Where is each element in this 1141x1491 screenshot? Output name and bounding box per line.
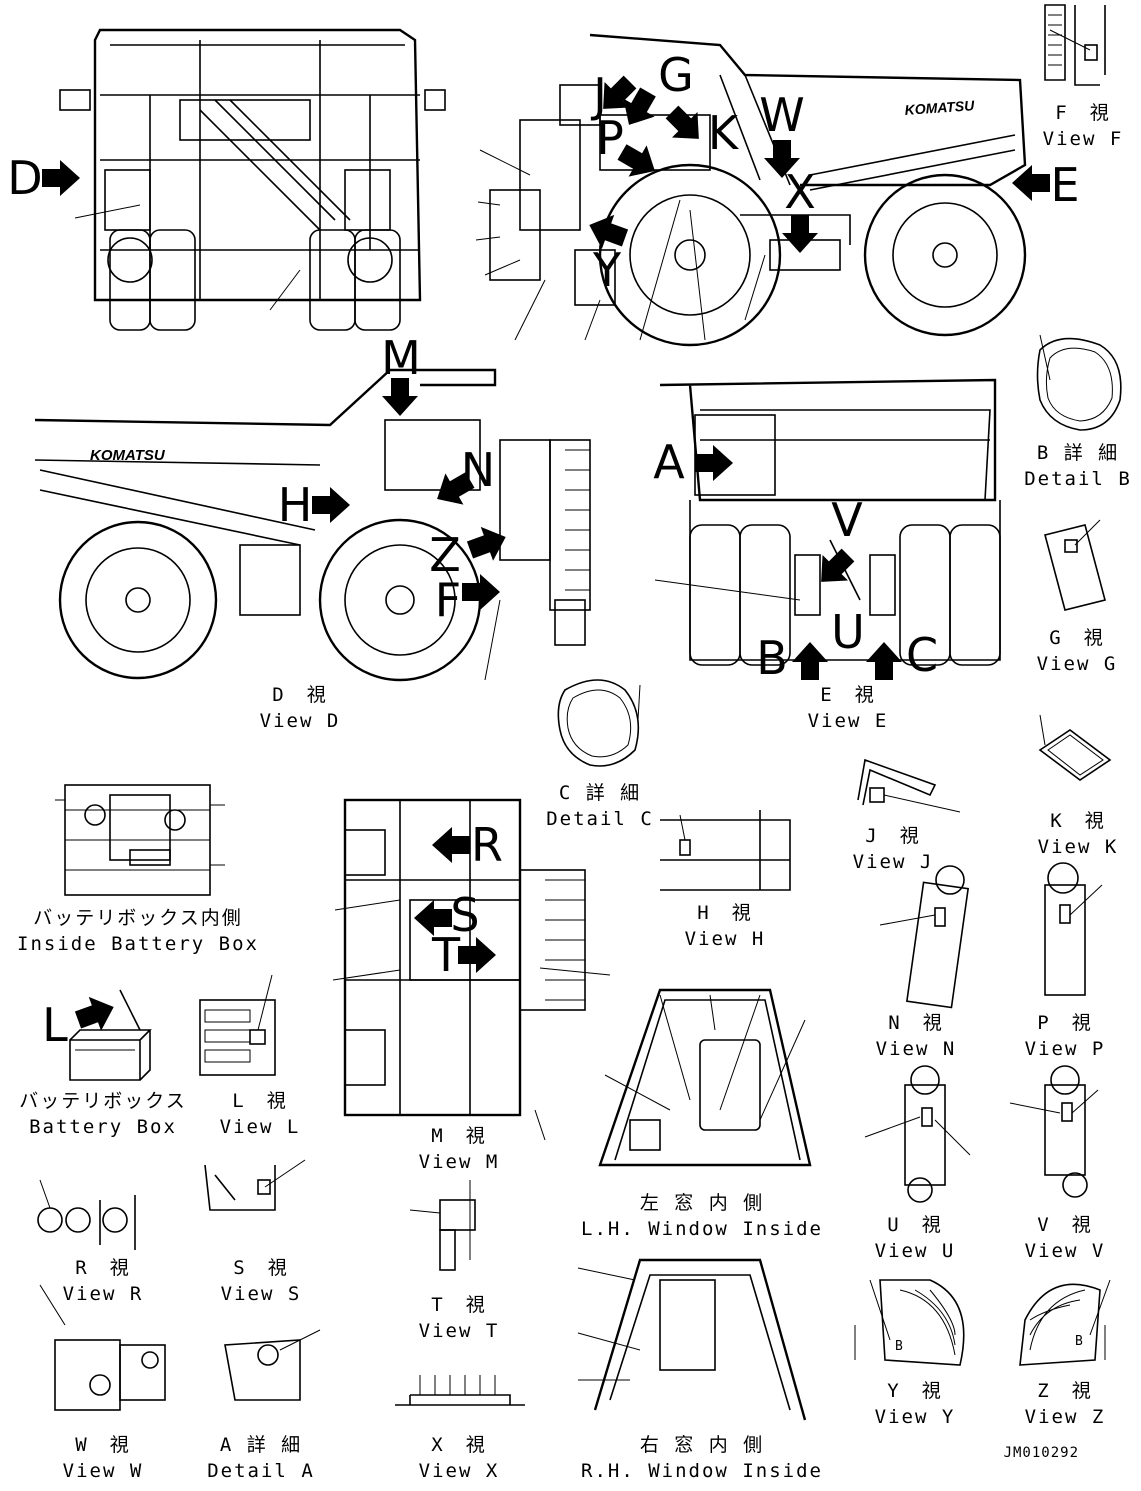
callout-u: U: [831, 605, 865, 659]
callout-arrows: [42, 69, 1050, 1037]
callout-s: S: [450, 888, 480, 942]
view-m-chassis: [332, 798, 611, 1141]
callout-t: T: [431, 928, 461, 982]
view-g-sketch: [1044, 519, 1106, 611]
view-f-sketch: [1044, 4, 1106, 86]
view-k-sketch: [1038, 714, 1112, 781]
view-y-sketch: B: [854, 1279, 965, 1366]
detail-b-gasket: [1036, 334, 1122, 431]
callout-w: W: [759, 88, 805, 142]
callout-g: G: [658, 48, 694, 102]
rear-view-truck: [59, 28, 446, 331]
detail-a-sketch: [224, 1329, 321, 1401]
callout-e: E: [1050, 158, 1080, 212]
callout-k: K: [707, 106, 739, 160]
battery-box-sketch: [69, 989, 152, 1081]
callout-m: M: [381, 331, 421, 385]
view-p-cylinder: [1044, 862, 1103, 996]
view-t-sketch: [409, 1180, 476, 1271]
view-x-sketch: [395, 1375, 525, 1406]
callout-h: H: [277, 478, 313, 532]
document-number: JM010292: [1003, 1445, 1079, 1461]
inside-battery-box-sketch: [55, 784, 225, 896]
view-n-cylinder: [879, 865, 970, 1009]
callout-f: F: [434, 573, 462, 627]
view-z-sketch: B: [1019, 1279, 1111, 1366]
view-w-sketch: [39, 1284, 166, 1411]
view-h-sketch: [660, 810, 791, 891]
callout-x: X: [784, 165, 816, 219]
callout-n: N: [460, 443, 496, 497]
z-detail-tag: B: [1075, 1334, 1083, 1349]
callout-j: J: [593, 68, 607, 122]
svg-text:KOMATSU: KOMATSU: [904, 97, 976, 118]
callout-b: B: [756, 631, 788, 685]
callout-r: R: [471, 818, 503, 872]
callout-d: D: [7, 151, 43, 205]
view-s-sketch: [204, 1159, 306, 1211]
rh-window-cab: [577, 1258, 807, 1421]
detail-c-gasket: [557, 679, 641, 767]
callout-c: C: [905, 628, 939, 682]
lh-window-cab: [598, 988, 812, 1167]
view-d-truck: KOMATSU: [34, 368, 591, 682]
view-e-truck: [654, 378, 1001, 666]
view-v-cylinder: [1009, 1065, 1099, 1198]
callout-l: L: [42, 998, 68, 1052]
view-l-sketch: [199, 974, 276, 1076]
side-view-truck: KOMATSU: [475, 29, 1091, 347]
view-j-sketch: [857, 758, 961, 813]
view-r-sketch: [37, 1179, 136, 1250]
callout-p: P: [596, 111, 624, 165]
svg-text:KOMATSU: KOMATSU: [90, 447, 166, 464]
callout-y: Y: [592, 243, 622, 297]
callout-v: V: [831, 493, 863, 547]
y-detail-tag: B: [895, 1339, 903, 1354]
callout-a: A: [653, 435, 685, 489]
callout-z: Z: [429, 528, 461, 582]
view-u-cylinder: [864, 1065, 971, 1203]
